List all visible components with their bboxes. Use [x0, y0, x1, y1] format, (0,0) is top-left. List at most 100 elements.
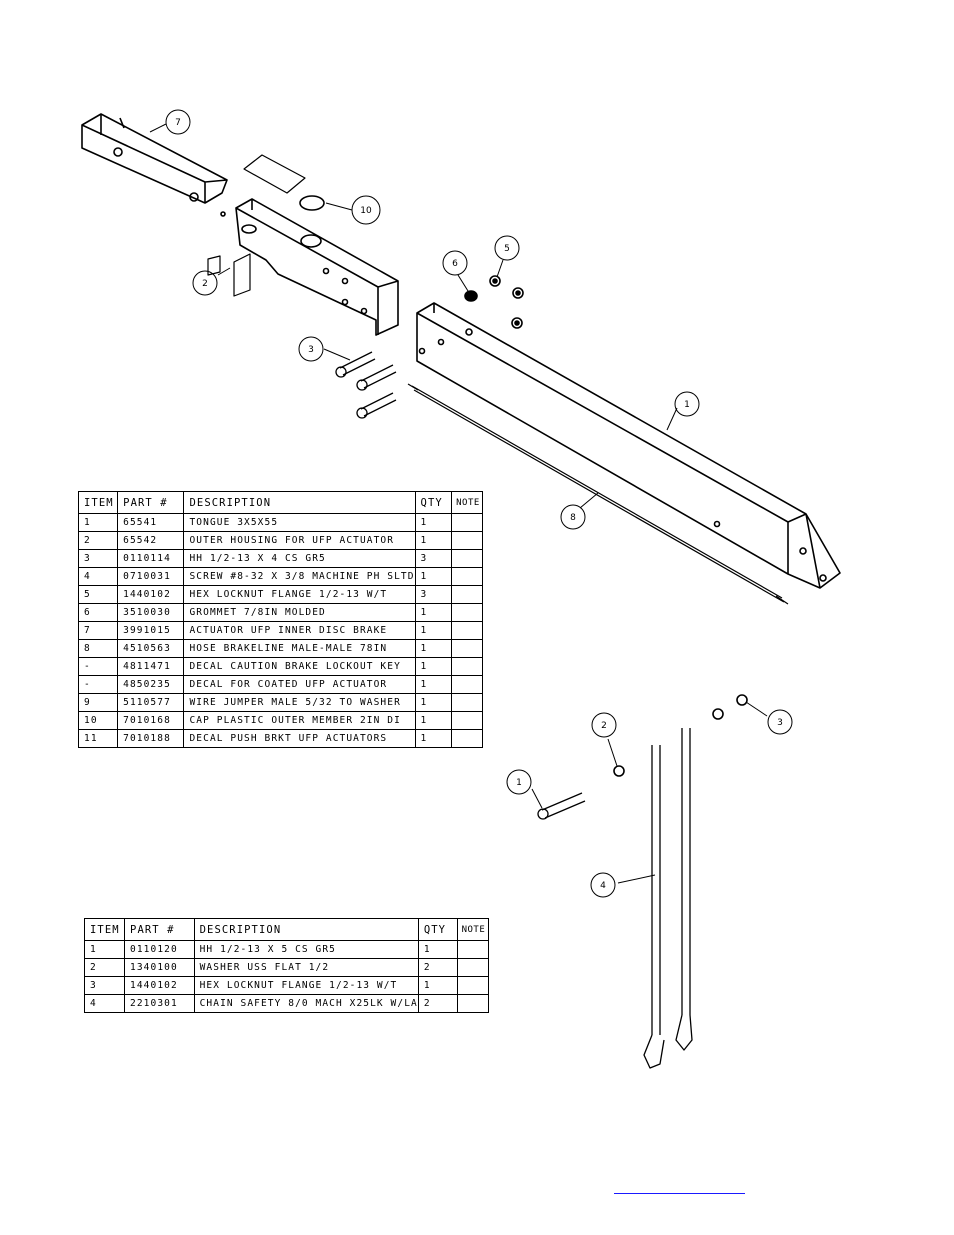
cell-qty: 1: [414, 531, 453, 550]
col-note: NOTE: [451, 491, 483, 514]
cell-description: OUTER HOUSING FOR UFP ACTUATOR: [183, 531, 416, 550]
balloon-b4: [590, 872, 616, 898]
balloon-8: [560, 504, 586, 530]
cell-part: 65541: [117, 513, 185, 532]
cell-part: 5110577: [117, 693, 185, 712]
cell-qty: 3: [414, 585, 453, 604]
col-description: DESCRIPTION: [193, 918, 419, 941]
cell-description: ACTUATOR UFP INNER DISC BRAKE: [183, 621, 416, 640]
col-qty: QTY: [414, 491, 453, 514]
balloon-7: [165, 109, 191, 135]
cell-part: 0110114: [117, 549, 185, 568]
balloon-b3-label: 3: [777, 718, 783, 728]
col-item: ITEM: [83, 918, 126, 941]
balloon-2-label: 2: [202, 279, 208, 289]
cell-description: TONGUE 3X5X55: [183, 513, 416, 532]
cell-qty: 1: [414, 639, 453, 658]
cell-note: [456, 976, 490, 995]
cell-item: 5: [77, 585, 119, 604]
actuator-inner-part: [81, 113, 228, 217]
caution-decal: [233, 253, 251, 297]
cell-item: 2: [77, 531, 119, 550]
cell-note: [456, 994, 490, 1013]
grommet: [464, 290, 478, 302]
cell-note: [451, 711, 483, 730]
col-note: NOTE: [456, 918, 490, 941]
cell-note: [451, 585, 483, 604]
cell-note: [451, 567, 483, 586]
cell-note: [451, 513, 483, 532]
balloon-6: [442, 250, 468, 276]
cell-part: 2210301: [124, 994, 195, 1013]
plastic-cap: [299, 195, 325, 211]
cell-note: [451, 693, 483, 712]
balloon-3: [298, 336, 324, 362]
cell-part: 7010188: [117, 729, 185, 748]
bolts-group: [335, 351, 397, 419]
balloon-3-label: 3: [308, 345, 314, 355]
brake-hose: [407, 383, 789, 605]
cell-part: 65542: [117, 531, 185, 550]
balloon-b3: [767, 709, 793, 735]
col-part: PART #: [124, 918, 195, 941]
cell-description: DECAL CAUTION BRAKE LOCKOUT KEY: [183, 657, 416, 676]
cell-item: 7: [77, 621, 119, 640]
cell-item: 2: [83, 958, 126, 977]
cell-part: 4510563: [117, 639, 185, 658]
cell-item: 3: [77, 549, 119, 568]
cell-description: DECAL FOR COATED UFP ACTUATOR: [183, 675, 416, 694]
cell-item: 6: [77, 603, 119, 622]
cell-part: 1440102: [124, 976, 195, 995]
cell-note: [456, 940, 490, 959]
col-description: DESCRIPTION: [183, 491, 416, 514]
cell-part: 4811471: [117, 657, 185, 676]
decal-outline: [243, 154, 306, 194]
cell-description: HOSE BRAKELINE MALE-MALE 78IN: [183, 639, 416, 658]
cell-item: 8: [77, 639, 119, 658]
balloon-7-label: 7: [175, 118, 181, 128]
cell-qty: 1: [414, 621, 453, 640]
table-header-row: ITEM PART # DESCRIPTION QTY NOTE: [83, 918, 490, 941]
cell-part: 1440102: [117, 585, 185, 604]
cell-qty: 1: [417, 976, 458, 995]
balloon-b1: [506, 769, 532, 795]
safety-chains: [643, 728, 693, 1069]
cell-description: SCREW #8-32 X 3/8 MACHINE PH SLTD: [183, 567, 416, 586]
locknut: [736, 694, 748, 706]
cell-item: 4: [83, 994, 126, 1013]
cell-note: [456, 958, 490, 977]
cell-item: 1: [77, 513, 119, 532]
cell-part: 0710031: [117, 567, 185, 586]
balloon-b4-label: 4: [600, 881, 606, 891]
cell-qty: 1: [414, 603, 453, 622]
hyperlink-underline[interactable]: [614, 1193, 745, 1194]
col-part: PART #: [117, 491, 185, 514]
cell-part: 3991015: [117, 621, 185, 640]
balloon-b2-label: 2: [601, 721, 607, 731]
cell-qty: 1: [414, 657, 453, 676]
key-decal: [207, 255, 221, 276]
cell-qty: 1: [414, 567, 453, 586]
safety-bolt: [537, 792, 586, 820]
balloon-10: [351, 195, 381, 225]
locknuts-group: [489, 275, 524, 329]
cell-part: 4850235: [117, 675, 185, 694]
cell-part: 7010168: [117, 711, 185, 730]
cell-note: [451, 549, 483, 568]
washer-2: [712, 708, 724, 720]
cell-item: -: [77, 657, 119, 676]
cell-note: [451, 603, 483, 622]
